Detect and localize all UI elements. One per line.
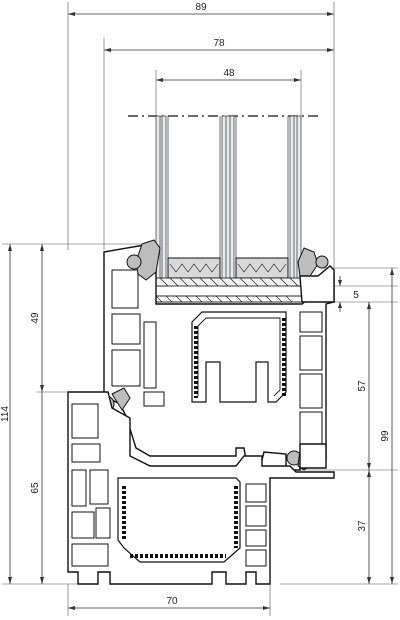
dim-label-70: 70: [166, 596, 178, 607]
glass-spacer-right: [235, 257, 289, 279]
sash-steel-reinforcement: [191, 311, 287, 403]
dim-label-37: 37: [357, 520, 368, 532]
glass-pane-middle: [221, 115, 235, 287]
dim-label-48: 48: [223, 68, 235, 79]
dim-label-99: 99: [380, 430, 391, 442]
frame-profile: [67, 391, 335, 585]
dim-label-49: 49: [30, 312, 41, 324]
glazing-bead: [299, 265, 335, 303]
dim-label-5: 5: [353, 290, 359, 301]
frame-steel-reinforcement: [117, 477, 241, 563]
dim-label-65: 65: [30, 482, 41, 494]
dimension-labels: 89 78 48 114 49 65 5 57 99 37 70: [0, 2, 391, 607]
triple-glazing-unit: [128, 115, 320, 303]
dim-label-57: 57: [357, 380, 368, 392]
dim-label-89: 89: [195, 2, 207, 13]
glass-spacer-left: [167, 257, 221, 279]
dim-label-114: 114: [0, 406, 11, 422]
dim-label-78: 78: [213, 38, 225, 49]
